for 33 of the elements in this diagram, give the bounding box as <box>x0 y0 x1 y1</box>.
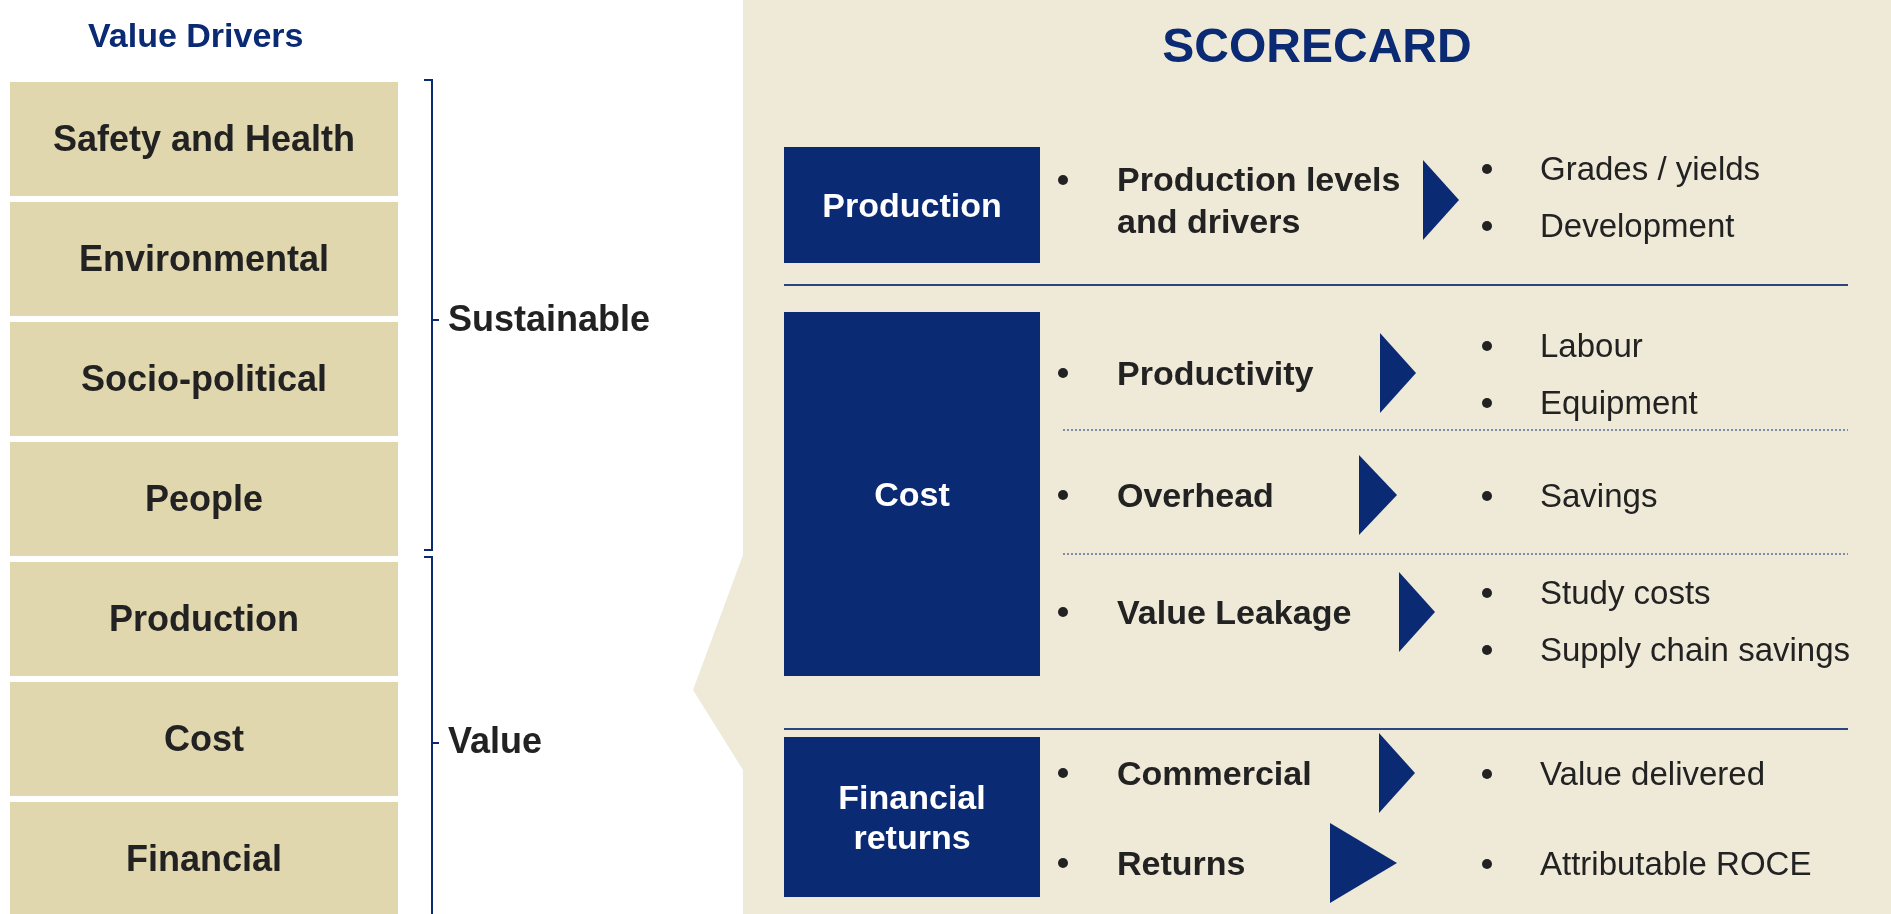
driver-text: Production levels and drivers <box>1117 152 1428 248</box>
measure-list: Savings <box>1465 450 1889 540</box>
group-label: Value <box>448 720 543 762</box>
driver-box: Socio-political <box>10 322 398 436</box>
column-heading: Value Drivers <box>88 16 304 55</box>
chevron-arrow <box>1399 572 1435 652</box>
driver-text: Productivity <box>1117 328 1428 418</box>
category-box: Cost <box>784 312 1040 676</box>
measure-list: Attributable ROCE <box>1465 818 1889 908</box>
driver-box: Production <box>10 562 398 676</box>
measure-list: Labour Equipment <box>1465 317 1889 431</box>
category-box: Production <box>784 147 1040 263</box>
driver-box: Cost <box>10 682 398 796</box>
measure-list: Grades / yields Development <box>1465 140 1889 254</box>
driver-box: Financial <box>10 802 398 914</box>
driver-text: Commercial <box>1117 728 1428 818</box>
chevron-arrow <box>1380 333 1416 413</box>
measure-list: Value delivered <box>1465 728 1889 818</box>
driver-box: Environmental <box>10 202 398 316</box>
driver-text: Overhead <box>1117 450 1428 540</box>
chevron-arrow <box>1330 823 1397 903</box>
scorecard-panel <box>693 0 1891 914</box>
chevron-arrow <box>1423 160 1459 240</box>
category-box: Financial returns <box>784 737 1040 897</box>
chevron-arrow <box>1379 733 1415 813</box>
driver-text: Returns <box>1117 818 1428 908</box>
measure-list: Study costs Supply chain savings <box>1465 564 1889 678</box>
chevron-arrow <box>1359 455 1397 535</box>
group-label: Sustainable <box>448 298 651 340</box>
driver-text: Value Leakage <box>1117 567 1428 657</box>
driver-box: Safety and Health <box>10 82 398 196</box>
driver-box: People <box>10 442 398 556</box>
panel-title: SCORECARD <box>1161 18 1473 73</box>
